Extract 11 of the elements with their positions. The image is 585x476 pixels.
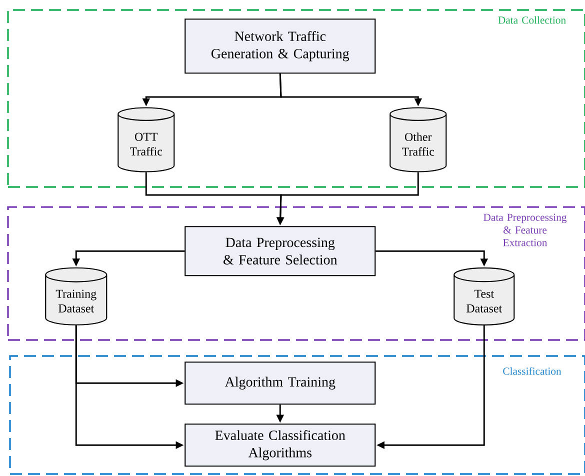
database-cylinder: Training Dataset: [45, 267, 108, 326]
process-box: Network Traffic Generation & Capturing: [184, 18, 376, 74]
process-box: Algorithm Training: [184, 362, 376, 405]
process-box: Data Preprocessing & Feature Selection: [184, 226, 376, 276]
group-label: Data Preprocessing & Feature Extraction: [484, 214, 567, 246]
process-box: Evaluate Classification Algorithms: [184, 424, 376, 467]
database-cylinder: Test Dataset: [454, 267, 515, 326]
database-cylinder: OTT Traffic: [118, 107, 175, 172]
group-label: Classification: [503, 367, 562, 375]
group-label: Data Collection: [498, 16, 566, 24]
database-cylinder: Other Traffic: [390, 107, 447, 172]
